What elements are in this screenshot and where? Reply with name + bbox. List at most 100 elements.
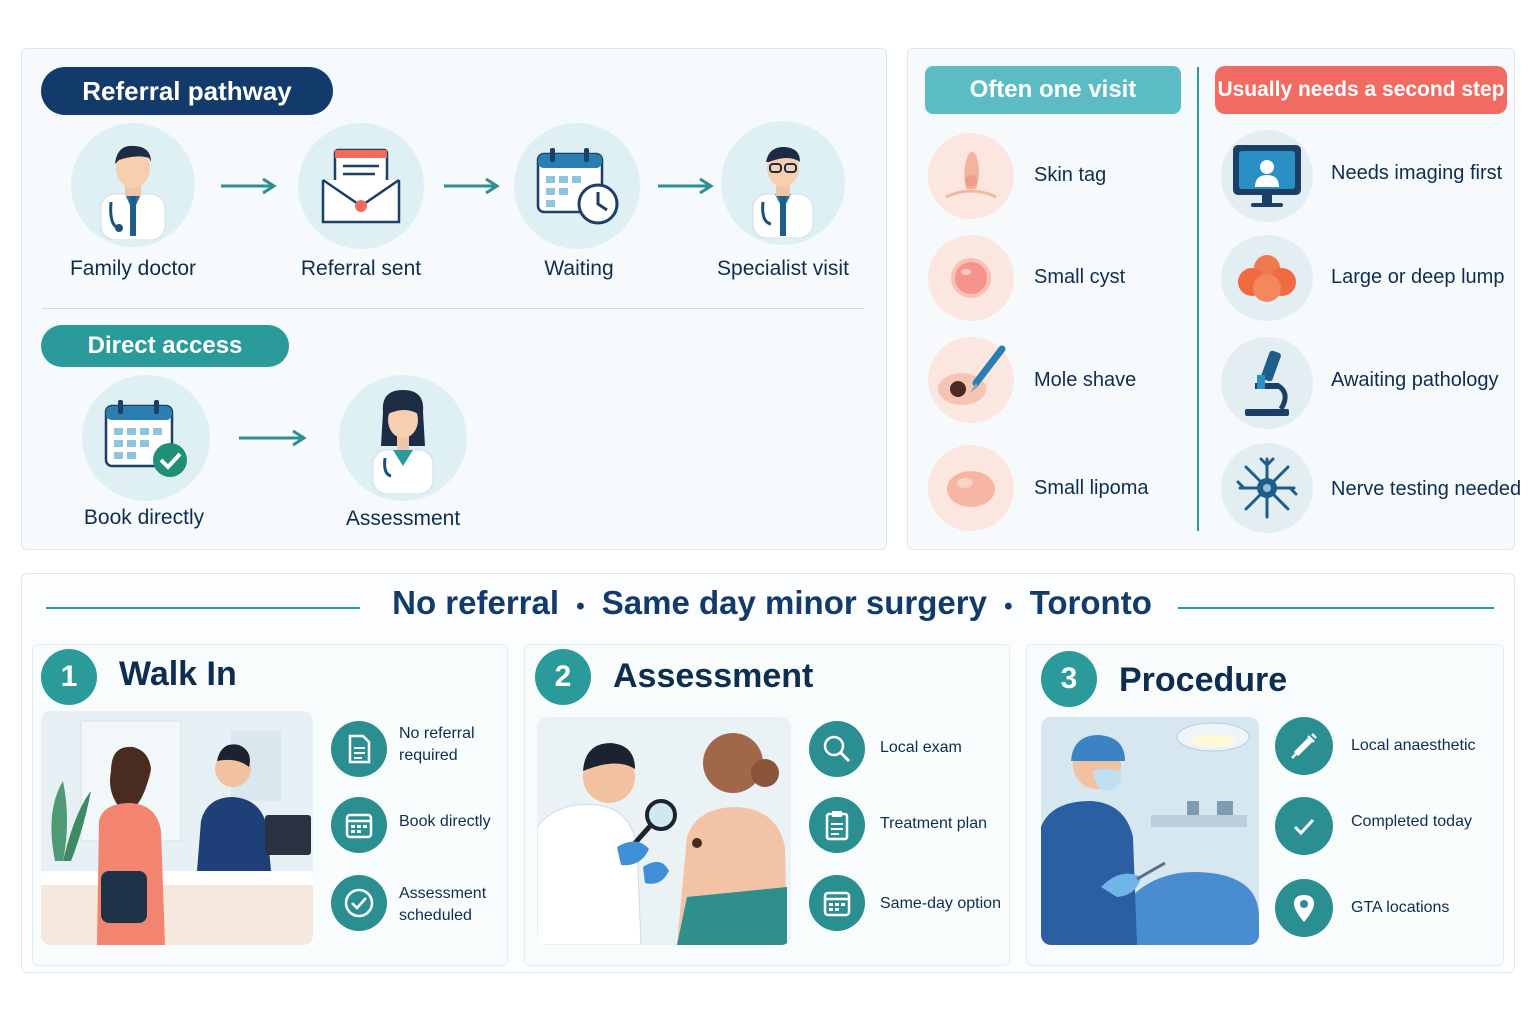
flow-label-assessment: Assessment bbox=[345, 507, 461, 530]
column-divider bbox=[1197, 67, 1199, 531]
family-doctor-circle bbox=[71, 123, 195, 247]
doctor-icon bbox=[100, 145, 166, 240]
feature-icon bbox=[331, 875, 387, 931]
location-pin-icon bbox=[1294, 895, 1314, 922]
flow-label-book-directly: Book directly bbox=[83, 506, 205, 529]
check-circle-icon bbox=[344, 888, 374, 918]
nerve-circle bbox=[1221, 443, 1313, 533]
banner-separator: • bbox=[1004, 593, 1013, 620]
flow-label-family-doctor: Family doctor bbox=[69, 257, 197, 280]
feature-label: GTA locations bbox=[1351, 899, 1450, 916]
steps-panel: No referral • Same day minor surgery • T… bbox=[21, 573, 1515, 973]
feature-label: Treatment plan bbox=[880, 815, 988, 832]
banner-toronto: Toronto bbox=[1029, 584, 1152, 621]
step-card-assessment: 2 Assessment Local exam bbox=[524, 644, 1010, 966]
imaging-monitor-icon bbox=[1233, 145, 1301, 207]
nerve-icon bbox=[1236, 457, 1298, 519]
arrow-icon bbox=[239, 429, 307, 447]
feature-label: No referral required bbox=[399, 725, 475, 764]
banner-same-day: Same day minor surgery bbox=[601, 584, 987, 621]
feature-label: Same-day option bbox=[880, 895, 1001, 912]
mole-shave-circle bbox=[928, 337, 1014, 423]
feature-label: Assessment scheduled bbox=[399, 885, 487, 924]
scalpel-mole-icon bbox=[938, 345, 1006, 405]
assessment-circle bbox=[339, 375, 467, 501]
feature-label: Local anaesthetic bbox=[1351, 737, 1476, 754]
pathway-divider bbox=[42, 308, 864, 309]
referral-sent-circle bbox=[298, 123, 424, 249]
banner-no-referral: No referral bbox=[392, 584, 560, 621]
feature-icon bbox=[1275, 879, 1333, 937]
feature-icon bbox=[809, 875, 865, 931]
step-card-walk-in: 1 Walk In No referral req bbox=[32, 644, 508, 966]
step-card-procedure: 3 Procedure Local anaesthetic bbox=[1026, 644, 1504, 966]
cond-large-deep-lump: Large or deep lump bbox=[1331, 266, 1505, 288]
referral-pathway-heading: Referral pathway bbox=[41, 67, 333, 115]
cond-skin-tag: Skin tag bbox=[1034, 164, 1107, 186]
direct-access-heading: Direct access bbox=[41, 325, 289, 367]
feature-icon bbox=[809, 721, 865, 777]
skin-tag-circle bbox=[928, 133, 1014, 219]
magnifier-icon bbox=[823, 735, 851, 763]
calendar-clock-icon bbox=[536, 148, 619, 225]
calendar-icon bbox=[345, 813, 373, 839]
step-title: Procedure bbox=[1119, 661, 1288, 699]
cond-small-lipoma: Small lipoma bbox=[1034, 477, 1149, 499]
cyst-icon bbox=[951, 258, 991, 298]
feature-icon bbox=[1275, 797, 1333, 855]
feature-icon bbox=[331, 721, 387, 777]
step-number: 1 bbox=[41, 649, 97, 705]
cond-small-cyst: Small cyst bbox=[1034, 266, 1126, 288]
surgery-scene bbox=[1041, 717, 1259, 945]
cond-mole-shave: Mole shave bbox=[1034, 369, 1137, 391]
arrow-icon bbox=[221, 177, 277, 195]
small-cyst-circle bbox=[928, 235, 1014, 321]
flow-label-specialist-visit: Specialist visit bbox=[717, 257, 849, 280]
pathology-circle bbox=[1221, 337, 1313, 429]
lump-circle bbox=[1221, 235, 1313, 321]
document-icon bbox=[348, 734, 371, 764]
calendar-check-icon bbox=[104, 400, 187, 477]
cond-nerve-testing: Nerve testing needed bbox=[1331, 478, 1522, 500]
clipboard-icon bbox=[825, 811, 849, 841]
flow-label-referral-sent: Referral sent bbox=[300, 257, 422, 280]
banner-line-right bbox=[1178, 607, 1494, 609]
lump-icon bbox=[1238, 255, 1296, 302]
envelope-icon bbox=[321, 148, 401, 224]
cond-needs-imaging: Needs imaging first bbox=[1331, 162, 1503, 184]
arrow-icon bbox=[658, 177, 714, 195]
calendar-icon bbox=[823, 891, 851, 917]
banner-line-left bbox=[46, 607, 360, 609]
lipoma-icon bbox=[947, 471, 995, 507]
reception-scene bbox=[41, 711, 313, 945]
feature-icon bbox=[1275, 717, 1333, 775]
banner-separator: • bbox=[576, 593, 585, 620]
arrow-icon bbox=[444, 177, 500, 195]
feature-label: Completed today bbox=[1351, 813, 1472, 830]
feature-icon bbox=[331, 797, 387, 853]
feature-label: Local exam bbox=[880, 739, 962, 756]
specialist-circle bbox=[721, 121, 845, 245]
step-title: Assessment bbox=[613, 657, 814, 695]
step-number: 2 bbox=[535, 649, 591, 705]
second-step-heading: Usually needs a second step bbox=[1215, 66, 1507, 114]
flow-label-waiting: Waiting bbox=[544, 257, 614, 280]
step-title: Walk In bbox=[119, 655, 237, 693]
specialist-icon bbox=[752, 146, 814, 238]
syringe-icon bbox=[1291, 733, 1317, 759]
often-one-visit-heading: Often one visit bbox=[925, 66, 1181, 114]
exam-scene bbox=[537, 717, 791, 945]
step-number: 3 bbox=[1041, 651, 1097, 707]
book-directly-circle bbox=[82, 375, 210, 501]
check-icon bbox=[1293, 818, 1315, 836]
cond-awaiting-pathology: Awaiting pathology bbox=[1331, 369, 1499, 391]
microscope-icon bbox=[1245, 350, 1289, 416]
skin-tag-icon bbox=[945, 152, 997, 199]
feature-icon bbox=[809, 797, 865, 853]
small-lipoma-circle bbox=[928, 445, 1014, 531]
imaging-circle bbox=[1221, 130, 1313, 222]
feature-label: Book directly bbox=[399, 813, 491, 830]
pathways-panel: Referral pathway Family doctor bbox=[21, 48, 887, 550]
visit-types-panel: Often one visit Usually needs a second s… bbox=[907, 48, 1521, 550]
clinician-icon bbox=[372, 390, 434, 494]
